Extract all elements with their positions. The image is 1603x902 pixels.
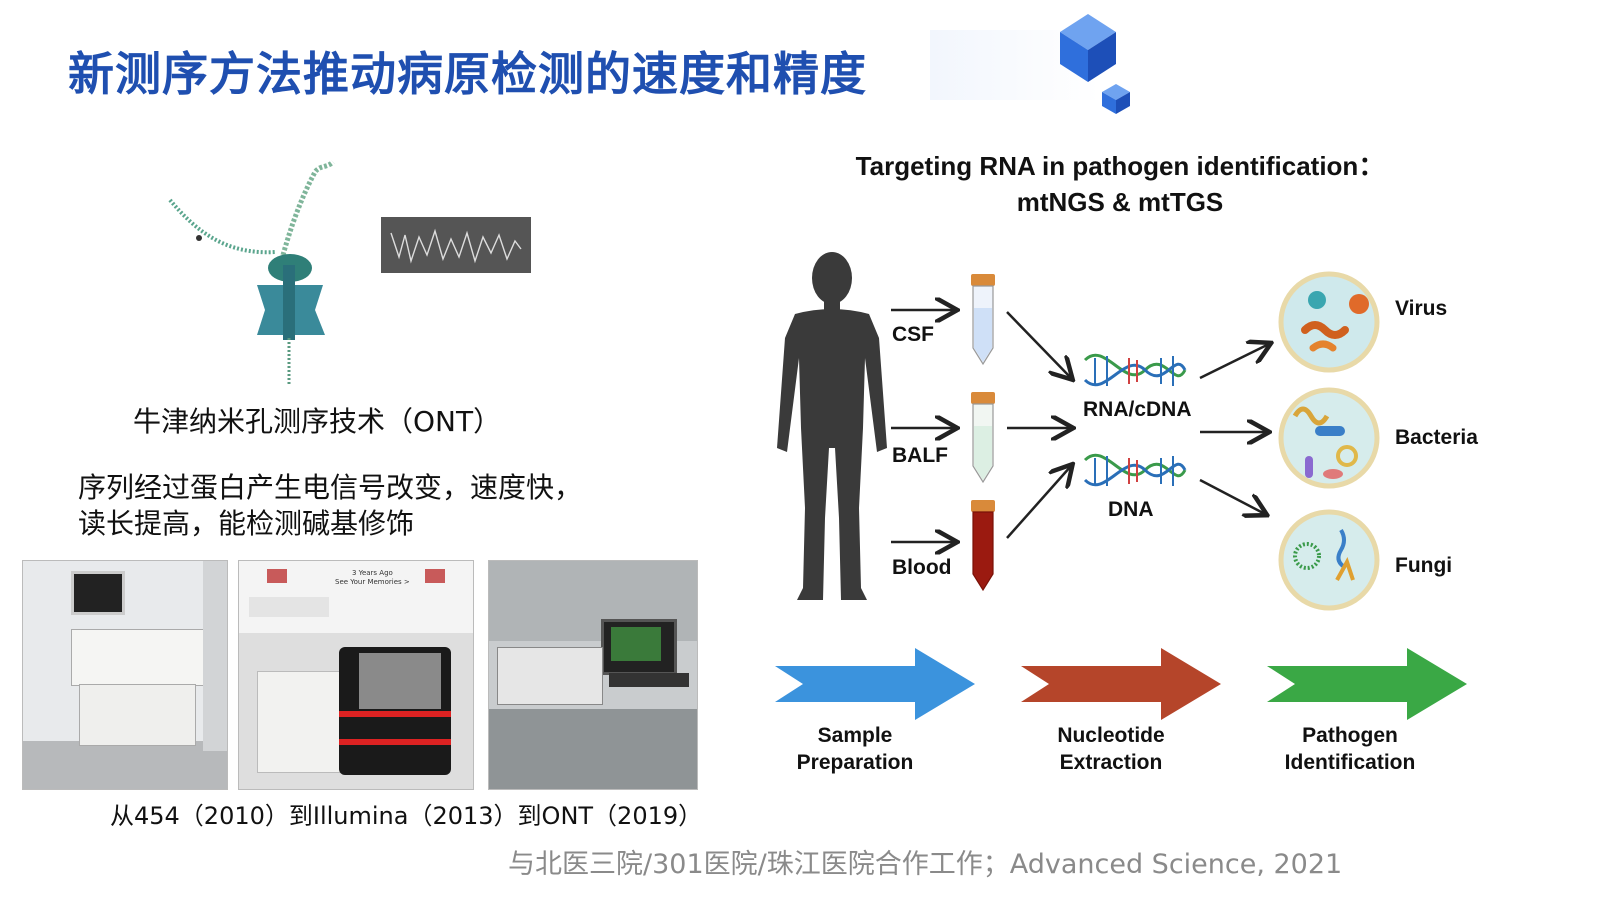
platform-years-caption: 从454（2010）到Illumina（2013）到ONT（2019） bbox=[110, 802, 703, 830]
arrow-icon bbox=[1006, 466, 1071, 539]
step-label-line: Extraction bbox=[1059, 751, 1163, 774]
pathogen-label-virus: Virus bbox=[1395, 297, 1448, 320]
rna-helix-icon bbox=[1083, 353, 1187, 387]
cube-decoration-icon bbox=[1060, 14, 1130, 114]
arrow-icon bbox=[1199, 344, 1269, 380]
step-label-sample-preparation: Sample Preparation bbox=[755, 722, 955, 776]
rna-cdna-label: RNA/cDNA bbox=[1083, 398, 1192, 421]
slide-title: 新测序方法推动病原检测的速度和精度 bbox=[68, 47, 867, 101]
tube-csf-icon bbox=[971, 274, 995, 366]
photo-454-sequencer bbox=[22, 560, 228, 790]
step-label-nucleotide-extraction: Nucleotide Extraction bbox=[1011, 722, 1211, 776]
tube-balf-icon bbox=[971, 392, 995, 484]
dna-label: DNA bbox=[1108, 498, 1154, 521]
bacteria-icon bbox=[1278, 387, 1380, 489]
workflow-diagram bbox=[891, 271, 1380, 611]
signal-trace-image bbox=[381, 217, 531, 273]
nanopore-illustration bbox=[168, 160, 335, 386]
sample-label-balf: BALF bbox=[892, 444, 948, 467]
sample-label-csf: CSF bbox=[892, 323, 934, 346]
arrow-icon bbox=[1006, 311, 1071, 378]
step-arrow-pathogen-identification bbox=[1267, 648, 1467, 720]
sample-label-blood: Blood bbox=[892, 556, 952, 579]
arrow-icon bbox=[1199, 478, 1265, 514]
description-line: 序列经过蛋白产生电信号改变，速度快， bbox=[78, 471, 583, 504]
dna-helix-icon bbox=[1083, 453, 1187, 487]
description-line: 读长提高，能检测碱基修饰 bbox=[78, 507, 415, 540]
step-arrow-sample-preparation bbox=[775, 648, 975, 720]
step-label-line: Identification bbox=[1284, 751, 1416, 774]
photo-illumina-sequencer: 3 Years Ago See Your Memories > bbox=[238, 560, 474, 790]
human-silhouette-icon bbox=[777, 252, 887, 600]
fungi-icon bbox=[1278, 509, 1380, 611]
photo-screen-text: See Your Memories > bbox=[335, 578, 410, 586]
footnote: 与北医三院/301医院/珠江医院合作工作；Advanced Science, 2… bbox=[508, 849, 1343, 880]
photo-screen-text: 3 Years Ago bbox=[351, 569, 393, 577]
virus-icon bbox=[1278, 271, 1380, 373]
step-arrows bbox=[775, 648, 1467, 720]
ont-description: 序列经过蛋白产生电信号改变，速度快， 读长提高，能检测碱基修饰 bbox=[78, 470, 582, 542]
step-label-line: Pathogen bbox=[1302, 724, 1398, 747]
ont-caption: 牛津纳米孔测序技术（ONT） bbox=[133, 405, 502, 438]
tube-blood-icon bbox=[971, 500, 995, 592]
step-label-line: Preparation bbox=[796, 751, 914, 774]
figure-title: Targeting RNA in pathogen identification… bbox=[800, 148, 1440, 220]
photo-ont-lab bbox=[488, 560, 698, 790]
figure-title-line: mtNGS & mtTGS bbox=[1016, 187, 1224, 217]
step-label-line: Nucleotide bbox=[1057, 724, 1165, 747]
step-label-line: Sample bbox=[817, 724, 893, 747]
pathogen-label-bacteria: Bacteria bbox=[1395, 426, 1478, 449]
pathogen-label-fungi: Fungi bbox=[1395, 554, 1453, 577]
step-label-pathogen-identification: Pathogen Identification bbox=[1250, 722, 1450, 776]
step-arrow-nucleotide-extraction bbox=[1021, 648, 1221, 720]
figure-title-line: Targeting RNA in pathogen identification… bbox=[855, 151, 1385, 181]
